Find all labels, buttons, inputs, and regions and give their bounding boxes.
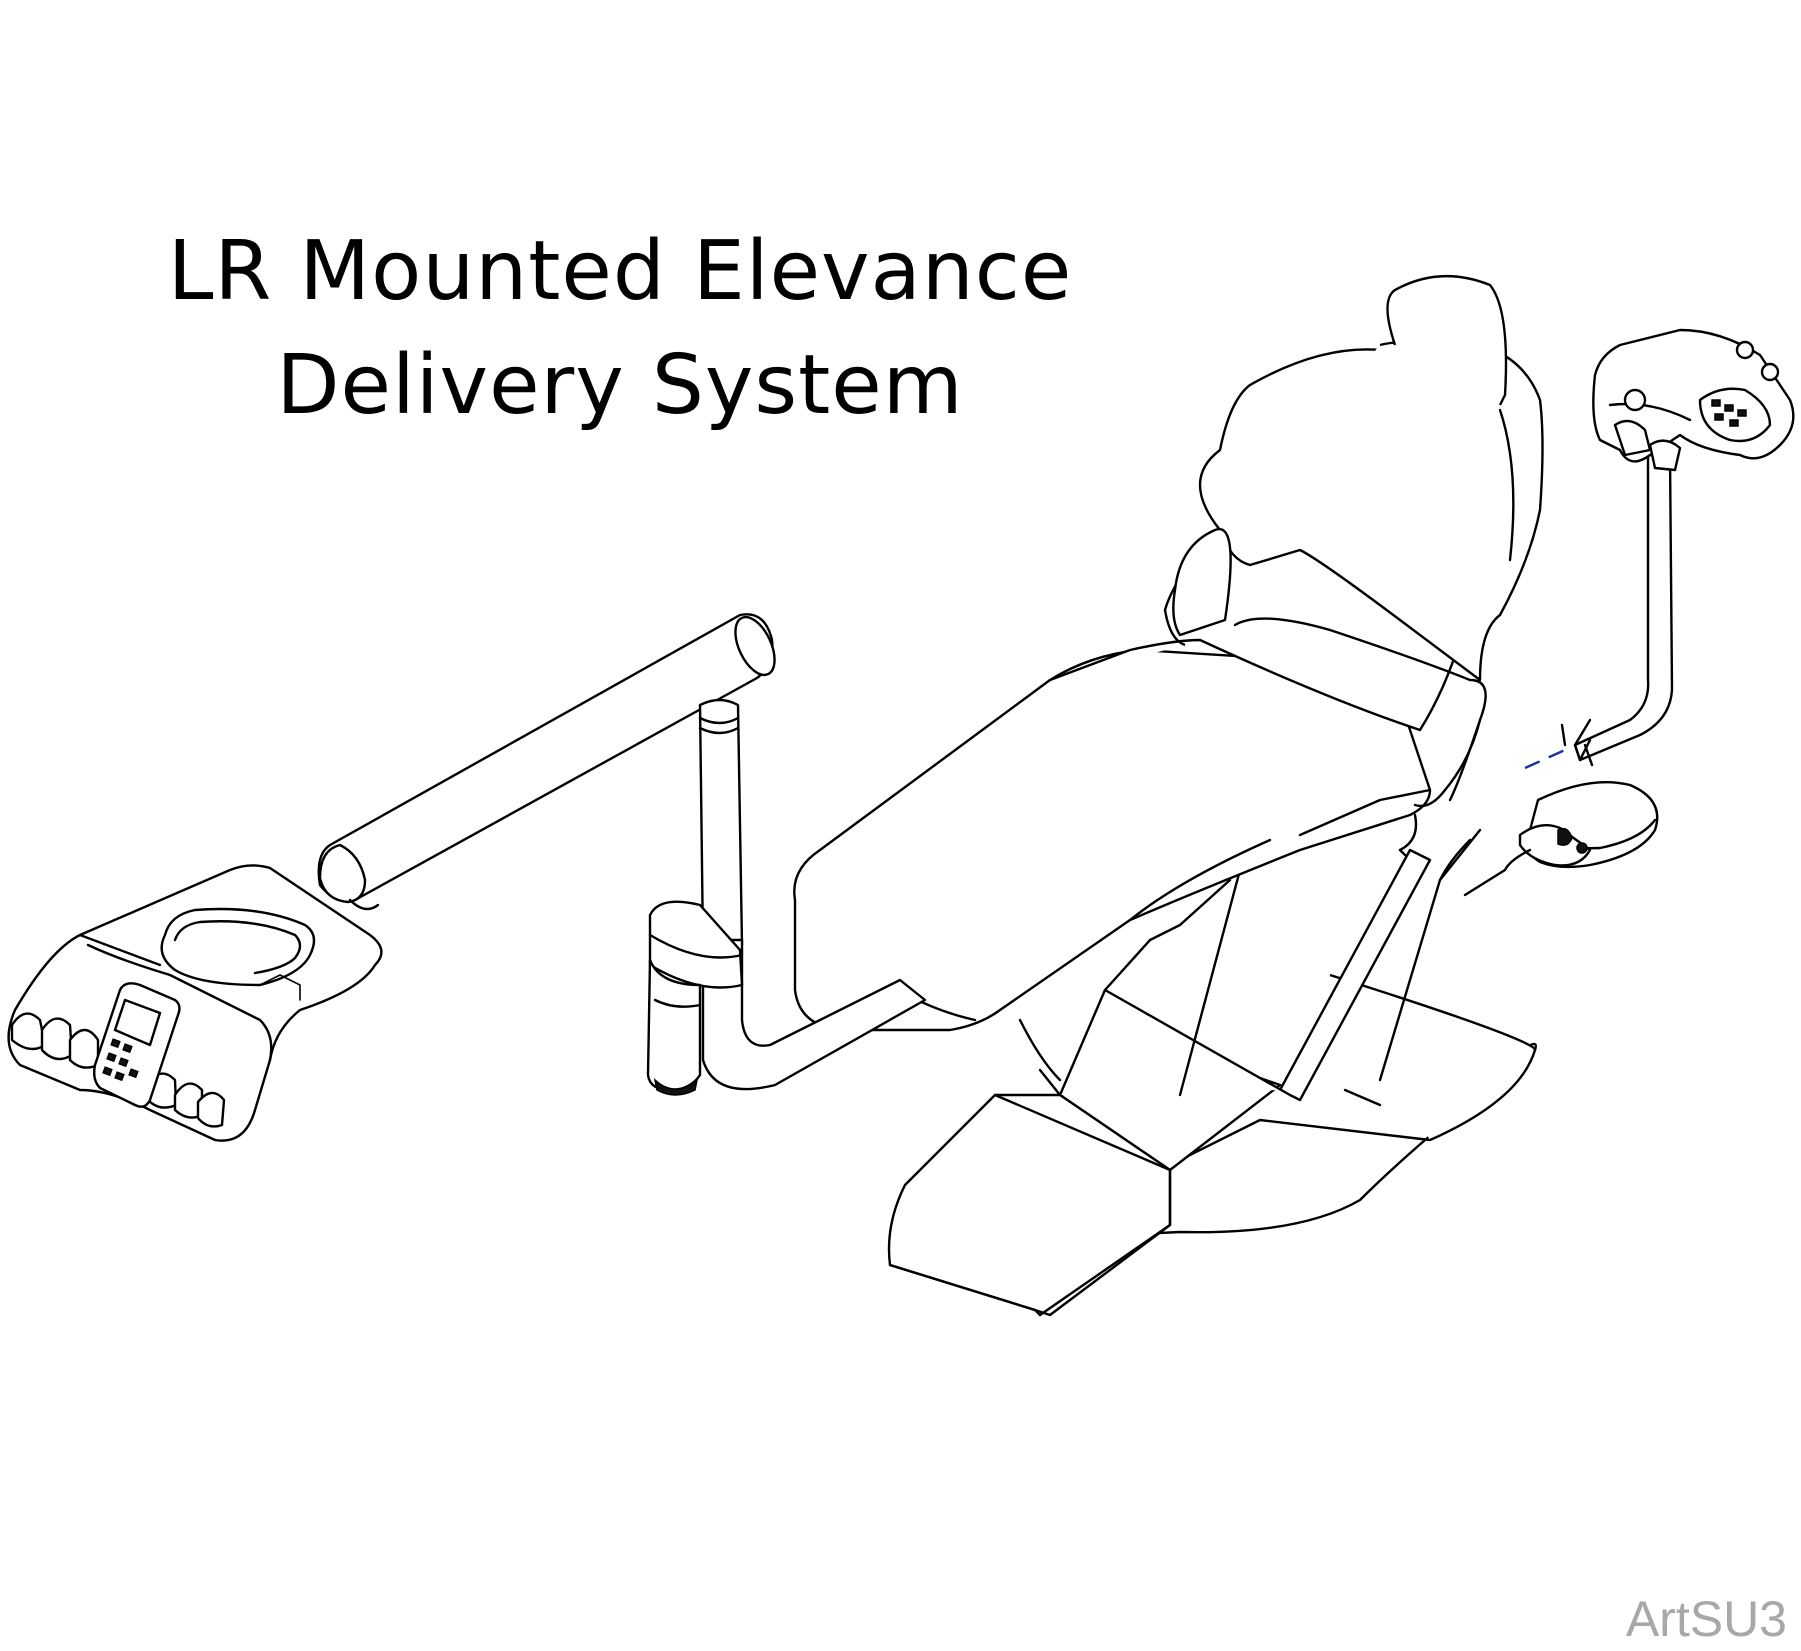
delivery-arm <box>317 613 927 1096</box>
foot-control <box>1463 780 1659 897</box>
diagram-title-line-2: Delivery System <box>276 338 964 433</box>
connection-dashed-line <box>1524 748 1566 770</box>
diagram-title-line-1: LR Mounted Elevance <box>167 224 1073 319</box>
art-code-label: ArtSU3 <box>1625 1591 1787 1647</box>
assistant-arm <box>1573 453 1674 762</box>
chair-seat <box>793 648 1432 1032</box>
delivery-head <box>7 864 383 1142</box>
assistant-head <box>1592 328 1795 472</box>
chair-backrest <box>1049 274 1544 808</box>
diagram-title: LR Mounted Elevance Delivery System <box>120 215 1120 443</box>
chair-column <box>1018 828 1482 1102</box>
